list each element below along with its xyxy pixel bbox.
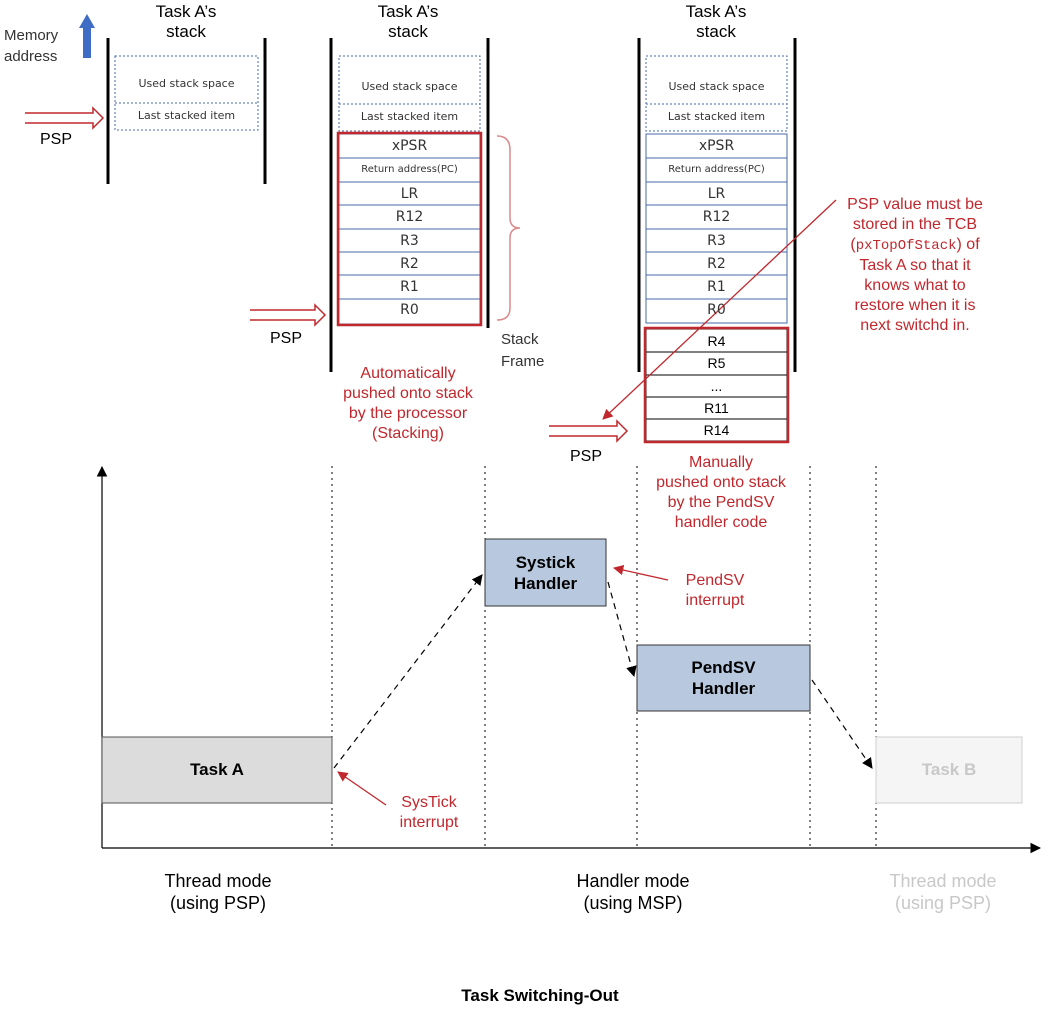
register-cell: ... (710, 378, 723, 394)
stack-2-title: Task A’s stack (377, 2, 439, 41)
pendsv-interrupt-label: PendSV interrupt (685, 572, 745, 609)
register-cell: R5 (707, 355, 726, 371)
stack-1-title: Task A’s stack (155, 2, 217, 41)
caption: Task Switching-Out (461, 986, 619, 1005)
used-stack-space-1: Used stack space (138, 77, 235, 90)
stack-frame-label: Stack Frame (501, 331, 545, 370)
task-b-label: Task B (921, 760, 977, 779)
memory-address-arrow-icon (79, 14, 95, 58)
register-cell: R11 (704, 400, 729, 416)
register-cell: LR (400, 186, 419, 202)
pendsv-handler-label: PendSV Handler (691, 658, 756, 698)
used-stack-space-3: Used stack space (668, 80, 765, 93)
last-stacked-item-3: Last stacked item (667, 110, 766, 123)
register-cell: R1 (400, 279, 419, 295)
tcb-note: PSP value must be stored in the TCB (pxT… (816, 195, 1014, 336)
register-cell: R0 (707, 302, 726, 318)
tcb-note-arrow (602, 199, 837, 420)
systick-interrupt-pointer (337, 771, 387, 806)
mode-handler: Handler mode (using MSP) (576, 871, 690, 913)
tcb-note-code: pxTopOfStack (855, 238, 957, 254)
stack-2 (329, 38, 490, 372)
stack-3 (637, 38, 797, 444)
register-cell: R0 (400, 302, 419, 318)
psp-arrow-1-icon (25, 106, 105, 130)
pendsv-handler-box (636, 644, 811, 712)
register-cell: R3 (707, 233, 726, 249)
systick-handler-label: Systick Handler (513, 553, 578, 593)
register-cell: R4 (707, 333, 726, 349)
last-stacked-item-1: Last stacked item (137, 109, 236, 122)
register-cell: Return address(PC) (668, 164, 765, 175)
register-cell: R1 (707, 279, 726, 295)
register-cell: LR (707, 186, 726, 202)
psp-label-2: PSP (270, 330, 303, 347)
last-stacked-item-2: Last stacked item (360, 110, 459, 123)
register-cell: Return address(PC) (361, 164, 458, 175)
mode-thread-b: Thread mode (using PSP) (889, 871, 997, 913)
memory-address-label: Memory address (4, 27, 59, 65)
task-b-box (875, 736, 1023, 804)
register-cell: xPSR (698, 138, 735, 154)
register-cell: R3 (400, 233, 419, 249)
task-a-label: Task A (190, 760, 244, 779)
flow-arrows (333, 574, 873, 769)
psp-arrow-3-icon (549, 419, 629, 443)
register-cell: xPSR (391, 138, 428, 154)
register-cell: R12 (395, 209, 424, 225)
task-a-box (101, 736, 333, 804)
used-stack-space-2: Used stack space (361, 80, 458, 93)
stack-1 (106, 38, 267, 184)
pendsv-interrupt-pointer (612, 564, 669, 581)
register-cell: R12 (702, 209, 731, 225)
stack-frame-brace (496, 135, 521, 321)
register-cell: R2 (707, 256, 726, 272)
manual-push-note: Manually pushed onto stack by the PendSV… (656, 454, 786, 531)
register-cell: R2 (400, 256, 419, 272)
psp-label-1: PSP (40, 131, 73, 148)
stack-3-title: Task A’s stack (685, 2, 747, 41)
tcb-note-text-before: PSP value must be stored in the TCB ( (847, 196, 983, 253)
systick-interrupt-label: SysTick interrupt (399, 794, 459, 831)
systick-handler-box (484, 538, 607, 607)
psp-label-3: PSP (570, 448, 603, 465)
mode-thread-a: Thread mode (using PSP) (164, 871, 272, 913)
psp-arrow-2-icon (250, 303, 327, 327)
tcb-note-text-after: ) of Task A so that it knows what to res… (854, 236, 980, 334)
auto-push-note: Automatically pushed onto stack by the p… (343, 365, 473, 442)
register-cell: R14 (703, 422, 730, 438)
